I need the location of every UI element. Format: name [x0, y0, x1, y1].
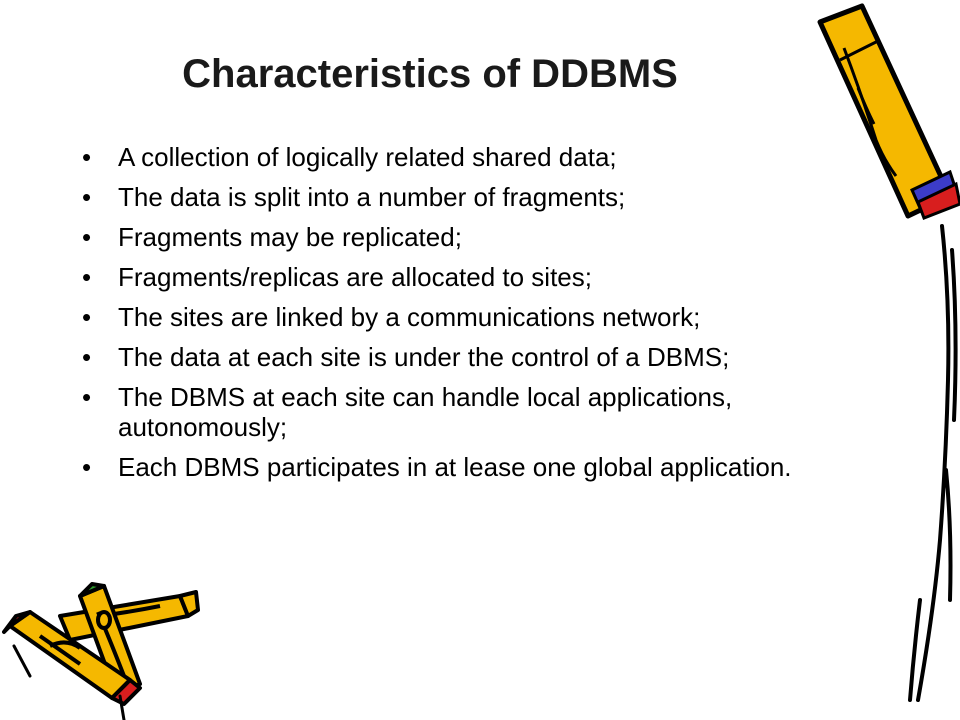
- slide-title: Characteristics of DDBMS: [182, 52, 678, 96]
- pencil-icon-right: [817, 3, 960, 702]
- bullet-text: Fragments may be replicated;: [118, 222, 462, 252]
- bullet-marker: •: [82, 182, 92, 212]
- bullet-text: The data is split into a number of fragm…: [118, 182, 626, 212]
- bullet-marker: •: [82, 382, 92, 412]
- bullet-item: • The data is split into a number of frag…: [82, 182, 838, 212]
- bullet-text: The data at each site is under the contr…: [118, 342, 730, 372]
- bullet-item: • The DBMS at each site can handle local …: [82, 382, 838, 442]
- bullet-text: Fragments/replicas are allocated to site…: [118, 262, 592, 292]
- bullet-marker: •: [82, 302, 92, 332]
- bullet-marker: •: [82, 262, 92, 292]
- bullet-item: • A collection of logically related share…: [82, 142, 838, 172]
- bullet-marker: •: [82, 452, 92, 482]
- bullet-text: The DBMS at each site can handle local a…: [118, 382, 733, 442]
- bullet-item: • The data at each site is under the cont…: [82, 342, 838, 372]
- bullet-marker: •: [82, 142, 92, 172]
- bullet-item: • Fragments/replicas are allocated to sit…: [82, 262, 838, 292]
- bullet-marker: •: [82, 222, 92, 252]
- bullet-item: • The sites are linked by a communication…: [82, 302, 838, 332]
- bullet-item: • Each DBMS participates in at lease one …: [82, 452, 838, 482]
- bullet-text: A collection of logically related shared…: [118, 142, 617, 172]
- bullet-text: Each DBMS participates in at lease one g…: [118, 452, 792, 482]
- bullet-text: The sites are linked by a communications…: [118, 302, 701, 332]
- bullet-list: • A collection of logically related share…: [82, 142, 838, 492]
- pencil-icon-bottom-left: [2, 582, 200, 720]
- bullet-marker: •: [82, 342, 92, 372]
- bullet-item: • Fragments may be replicated;: [82, 222, 838, 252]
